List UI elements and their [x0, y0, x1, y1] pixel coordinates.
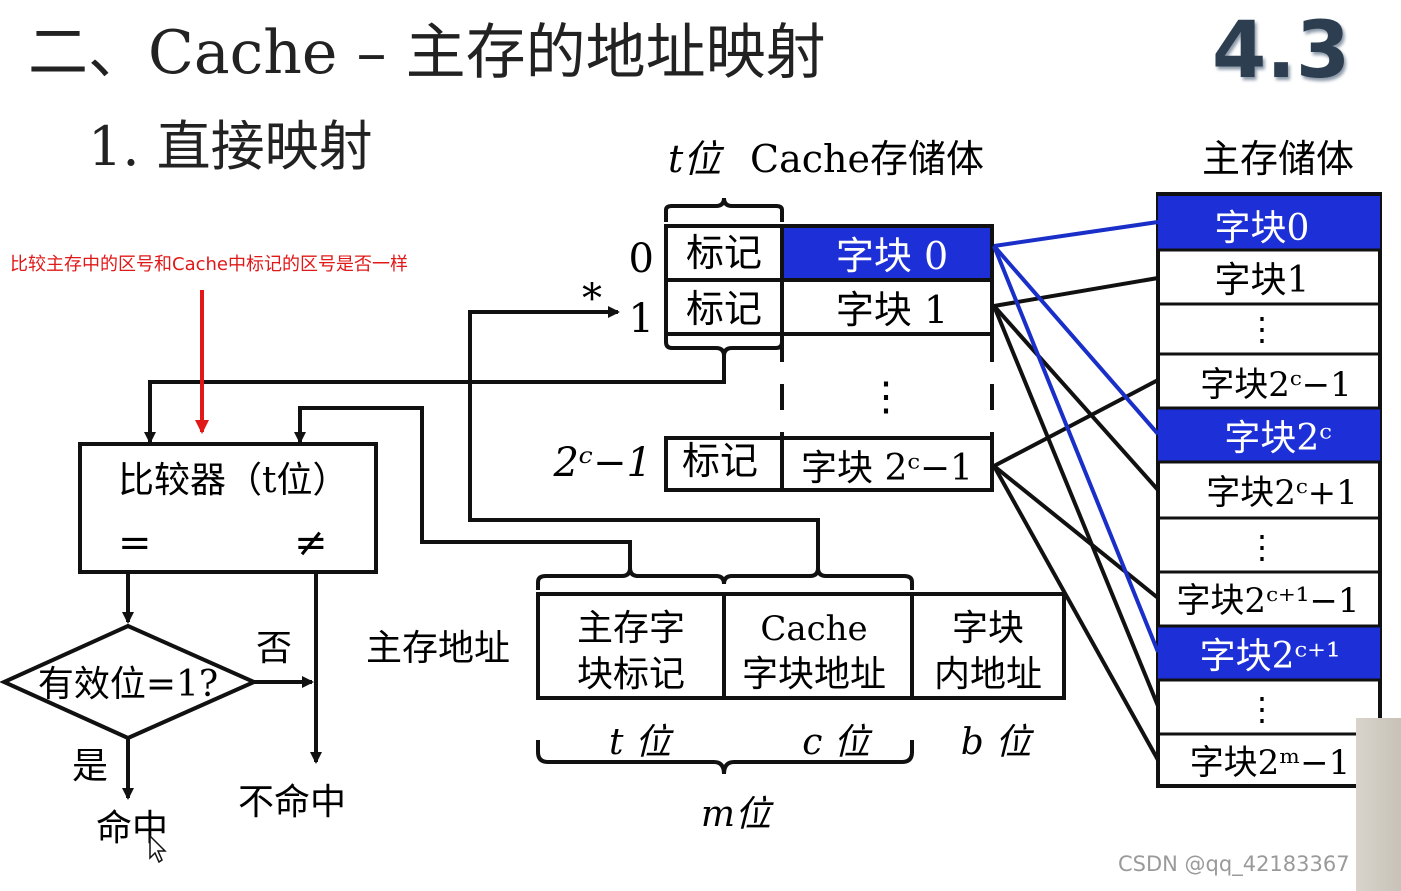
comparator-label: 比较器（t位） [118, 460, 348, 501]
address-field-tag-line2: 块标记 [577, 654, 685, 695]
cache-t-bits-label: t位 [668, 137, 724, 181]
address-label: 主存地址 [366, 628, 510, 669]
cache-block-0-label: 字块 0 [836, 234, 948, 278]
t-bits-label: t 位 [609, 722, 674, 763]
red-annotation-text: 比较主存中的区号和Cache中标记的区号是否一样 [10, 254, 408, 275]
address-field-offset-line2: 内地址 [934, 654, 1042, 695]
tag-to-comparator-arrow [144, 356, 726, 444]
cache-tag-last [664, 436, 784, 492]
address-field-block-line1: Cache [760, 609, 867, 649]
mapping-lines-blue [992, 220, 1160, 653]
cache-tag-last-label: 标记 [682, 439, 758, 483]
decision-no-label: 否 [256, 628, 292, 669]
mm-ellipsis-3: ⋮ [1246, 690, 1278, 728]
mm-block-2c1-label: 字块2ᶜ⁺¹ [1200, 636, 1341, 677]
cache-block-0 [780, 224, 994, 282]
address-field-block [722, 592, 914, 700]
address-field-block-line2: 字块地址 [742, 654, 886, 695]
star-marker: * [582, 276, 602, 322]
address-field-offset [910, 592, 1066, 700]
address-top-brace [536, 567, 914, 590]
mm-block-2m-1-label: 字块2ᵐ−1 [1190, 743, 1351, 783]
mm-block-2c1 [1158, 626, 1380, 680]
mm-block-2c [1158, 408, 1380, 462]
cache-index-1: 1 [629, 296, 654, 342]
section-heading: 1. 直接映射 [88, 115, 373, 178]
address-field-tag [536, 592, 726, 700]
page-title: 二、Cache – 主存的地址映射 [28, 18, 826, 88]
address-field-offset-line1: 字块 [952, 608, 1024, 649]
main-memory-frame [1156, 192, 1382, 788]
address-tag-to-comparator-arrow [294, 406, 632, 568]
b-bits-label: b 位 [961, 722, 1034, 763]
c-bits-label: c 位 [802, 722, 873, 763]
valid-bit-label: 有效位=1? [38, 664, 218, 705]
cache-ellipsis: ⋮ [866, 374, 906, 420]
cache-block-1 [780, 278, 994, 336]
mm-block-0 [1158, 196, 1380, 250]
mm-block-1-label: 字块1 [1215, 260, 1310, 301]
comparator-equal: = [118, 520, 152, 566]
decision-yes-label: 是 [72, 746, 108, 787]
cache-block-last-label: 字块 2ᶜ−1 [801, 448, 973, 489]
cache-tag-0-label: 标记 [686, 231, 762, 275]
address-field-tag-line1: 主存字 [577, 608, 685, 649]
comparator-not-equal: ≠ [294, 520, 328, 566]
mm-ellipsis-1: ⋮ [1246, 310, 1278, 348]
mouse-cursor-icon [149, 834, 167, 864]
cache-index-0: 0 [629, 236, 654, 282]
mm-block-2c-label: 字块2ᶜ [1224, 418, 1331, 459]
miss-label: 不命中 [238, 782, 346, 823]
slide-number: 4.3 [1212, 6, 1351, 96]
edge-panel [1356, 718, 1401, 891]
mm-block-2c1-1-label: 字块2ᶜ⁺¹−1 [1176, 581, 1359, 621]
comparator-box [78, 442, 378, 574]
mm-block-2c-1-label: 字块2ᶜ−1 [1200, 365, 1352, 405]
watermark: CSDN @qq_42183367 [1118, 852, 1350, 876]
m-bits-label: m位 [701, 794, 774, 835]
mapping-lines-black [992, 276, 1160, 761]
main-memory-label: 主存储体 [1202, 137, 1354, 181]
mm-block-0-label: 字块0 [1215, 208, 1310, 249]
cache-tag-1-label: 标记 [686, 287, 762, 331]
tag-top-brace [664, 197, 784, 222]
block-address-to-cache-arrow [468, 306, 820, 568]
mm-block-2c+1-label: 字块2ᶜ+1 [1206, 473, 1358, 513]
cache-storage-label: Cache存储体 [750, 137, 984, 181]
cache-block-1-label: 字块 1 [836, 288, 948, 332]
address-bottom-brace [536, 740, 914, 775]
cache-block-last [780, 436, 994, 492]
cache-index-last: 2ᶜ−1 [552, 440, 652, 486]
mm-ellipsis-2: ⋮ [1246, 528, 1278, 566]
cache-tag-0 [664, 224, 784, 282]
